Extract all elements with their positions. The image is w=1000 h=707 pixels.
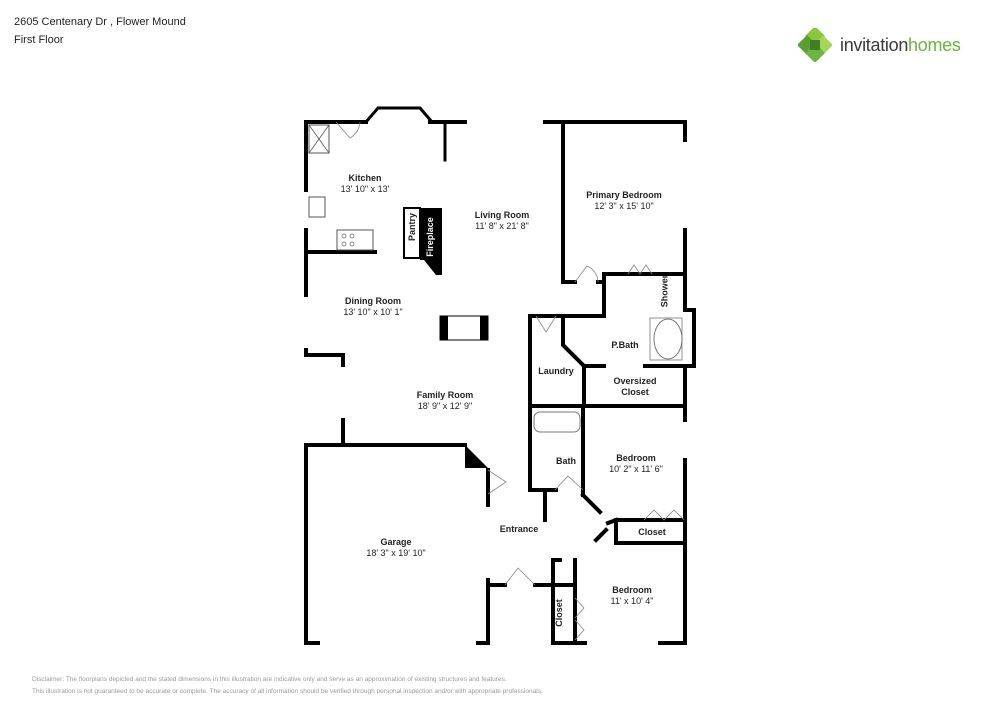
room-kitchen: Kitchen 13' 10" x 13' <box>341 173 390 195</box>
room-name: Entrance <box>499 524 539 534</box>
disclaimer-line-2: This illustration is not guaranteed to b… <box>32 688 543 695</box>
room-primary-bedroom: Primary Bedroom 12' 3" x 15' 10" <box>586 190 662 212</box>
fireplace-label: Fireplace <box>424 217 435 257</box>
room-name: Dining Room <box>345 296 401 306</box>
room-dims: 11' x 10' 4" <box>610 596 654 606</box>
room-closet-2: Closet <box>638 527 666 538</box>
room-garage: Garage 18' 3" x 19' 10" <box>366 537 425 559</box>
room-laundry: Laundry <box>538 366 574 377</box>
room-dims: 13' 10" x 13' <box>340 184 390 194</box>
room-name: Oversized Closet <box>613 376 657 397</box>
logo-word-invitation: invitation <box>840 34 909 55</box>
invitation-homes-logo: invitationhomes <box>797 26 961 63</box>
property-address: 2605 Centenary Dr , Flower Mound <box>14 16 186 28</box>
room-closet-3: Closet <box>553 599 564 627</box>
room-name: Bedroom <box>616 453 656 463</box>
room-name: Living Room <box>474 210 530 220</box>
room-pbath: P.Bath <box>611 340 638 351</box>
room-entrance: Entrance <box>500 524 539 535</box>
room-dims: 18' 9" x 12' 9" <box>417 401 473 411</box>
room-dining: Dining Room 13' 10" x 10' 1" <box>343 296 402 318</box>
room-living: Living Room 11' 8" x 21' 8" <box>475 210 530 232</box>
floor-label: First Floor <box>14 34 64 46</box>
room-dims: 10' 2" x 11' 6" <box>609 464 663 474</box>
room-name: Primary Bedroom <box>586 190 662 200</box>
room-name: P.Bath <box>611 340 639 350</box>
room-dims: 11' 8" x 21' 8" <box>475 221 529 231</box>
room-name: Bedroom <box>612 585 652 595</box>
room-dims: 12' 3" x 15' 10" <box>594 201 654 211</box>
room-name: Laundry <box>538 366 574 376</box>
room-name: Closet <box>638 527 666 537</box>
room-bedroom-2: Bedroom 10' 2" x 11' 6" <box>609 453 663 475</box>
room-bedroom-3: Bedroom 11' x 10' 4" <box>611 585 654 607</box>
room-family: Family Room 18' 9" x 12' 9" <box>417 390 474 412</box>
room-name: Garage <box>380 537 412 547</box>
room-name: Bath <box>556 456 576 466</box>
disclaimer-line-1: Disclaimer: The floorplans depicted and … <box>32 676 507 683</box>
room-dims: 18' 3" x 19' 10" <box>366 548 426 558</box>
room-oversized-closet: Oversized Closet <box>605 376 665 398</box>
room-bath: Bath <box>556 456 576 467</box>
logo-mark-icon <box>797 26 833 63</box>
shower-label: Shower <box>659 274 670 308</box>
room-name: Family Room <box>416 390 474 400</box>
room-dims: 13' 10" x 10' 1" <box>343 307 403 317</box>
pantry-label: Pantry <box>407 212 418 242</box>
logo-word-homes: homes <box>908 34 961 55</box>
room-name: Kitchen <box>348 173 382 183</box>
